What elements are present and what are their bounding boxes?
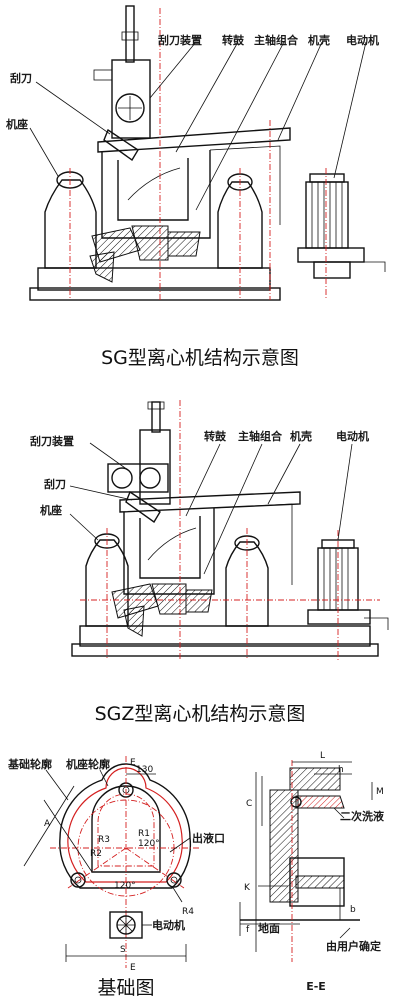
dim-r3: R3 xyxy=(98,835,110,845)
dim-s: S xyxy=(120,945,126,955)
dim-120-upper: 120° xyxy=(138,839,160,849)
sgz-label-drum: 转鼓 xyxy=(204,429,227,443)
section-top-slab xyxy=(289,767,341,791)
label-second-wash: 二次洗液 xyxy=(340,809,385,823)
section-caption: E-E xyxy=(306,980,326,993)
label-ground: 地面 xyxy=(258,921,280,935)
dim-k: K xyxy=(244,883,251,893)
sg-label-main-shaft: 主轴组合 xyxy=(254,33,299,47)
sgz-label-frame: 机座 xyxy=(40,503,62,517)
sg-label-frame: 机座 xyxy=(6,117,28,131)
dim-l: L xyxy=(320,751,325,761)
sgz-discharge-chute xyxy=(123,605,145,637)
sg-label-drum: 转鼓 xyxy=(222,33,245,47)
sg-left-column xyxy=(44,179,97,269)
foundation-plan: 基础轮廓 机座轮廓 E 130 A R1 R3 120° R2 120° R4 … xyxy=(7,756,225,999)
sgz-scraper-device xyxy=(139,429,171,505)
sg-caption: SG型离心机结构示意图 xyxy=(101,347,299,369)
sgz-casing-lid xyxy=(119,491,301,513)
dim-e-bottom: E xyxy=(130,963,136,973)
sgz-foundation-strip xyxy=(71,643,379,657)
sgz-label-main-shaft: 主轴组合 xyxy=(238,429,283,443)
dim-r2: R2 xyxy=(90,849,102,859)
dim-r1: R1 xyxy=(138,829,150,839)
sgz-base-slab xyxy=(79,625,371,647)
sg-handwheel xyxy=(115,93,145,123)
dim-a: A xyxy=(44,819,51,829)
dim-m: M xyxy=(376,787,384,797)
sg-label-casing: 机壳 xyxy=(308,33,330,47)
label-user-determined: 由用户确定 xyxy=(326,939,381,953)
dim-120-lower: 120° xyxy=(114,881,136,891)
sgz-label-casing: 机壳 xyxy=(290,429,312,443)
label-base-outline: 基础轮廓 xyxy=(7,757,52,771)
sg-label-scraper: 刮刀 xyxy=(10,71,32,85)
label-outlet: 出液口 xyxy=(192,831,225,845)
sg-label-motor: 电动机 xyxy=(346,33,379,47)
sgz-gearbox xyxy=(107,463,169,493)
sgz-label-scraper-device: 刮刀装置 xyxy=(30,434,74,448)
dim-f: f xyxy=(246,925,250,935)
sgz-label-scraper: 刮刀 xyxy=(44,477,66,491)
section-wall xyxy=(269,789,299,903)
dim-130: 130 xyxy=(136,765,153,775)
sgz-drum xyxy=(139,516,201,579)
sg-right-column xyxy=(217,181,263,269)
dim-c: C xyxy=(246,799,252,809)
sg-centrifuge-diagram: 刮刀装置 转鼓 主轴组合 机壳 电动机 刮刀 机座 SG型离心机结构示意图 xyxy=(6,5,386,369)
section-e-e: L h C M 二次洗液 K b f 地面 由用户确定 E-E xyxy=(239,751,385,993)
foundation-inner-opening xyxy=(91,785,161,873)
sgz-scraper xyxy=(125,490,161,524)
anchor-bolt-right xyxy=(166,872,182,888)
anchor-bolt-left xyxy=(70,872,86,888)
sgz-left-column xyxy=(85,539,129,627)
dim-e-top: E xyxy=(130,758,136,768)
sg-scraper xyxy=(103,128,139,162)
sgz-label-motor: 电动机 xyxy=(336,429,369,443)
sg-discharge-chute xyxy=(89,251,115,283)
dim-b: b xyxy=(350,905,356,915)
foundation-caption: 基础图 xyxy=(97,977,154,999)
sgz-caption: SGZ型离心机结构示意图 xyxy=(95,703,306,725)
sgz-centrifuge-diagram: 刮刀装置 转鼓 主轴组合 机壳 电动机 刮刀 机座 SGZ型离心机结构示意图 xyxy=(30,400,389,725)
machine-outline xyxy=(67,767,183,883)
sg-label-scraper-device: 刮刀装置 xyxy=(158,33,202,47)
sg-base-slab xyxy=(37,267,271,291)
sg-scraper-device xyxy=(111,59,151,139)
second-wash-pipe xyxy=(295,795,345,809)
label-motor: 电动机 xyxy=(152,918,185,932)
sgz-right-column xyxy=(225,541,269,627)
dim-r4: R4 xyxy=(182,907,194,917)
sg-foundation-strip xyxy=(29,287,281,301)
sg-casing-lid xyxy=(97,127,291,153)
label-machine-outline: 机座轮廓 xyxy=(66,757,110,771)
dim-h: h xyxy=(338,765,344,775)
sg-drum xyxy=(117,158,189,221)
